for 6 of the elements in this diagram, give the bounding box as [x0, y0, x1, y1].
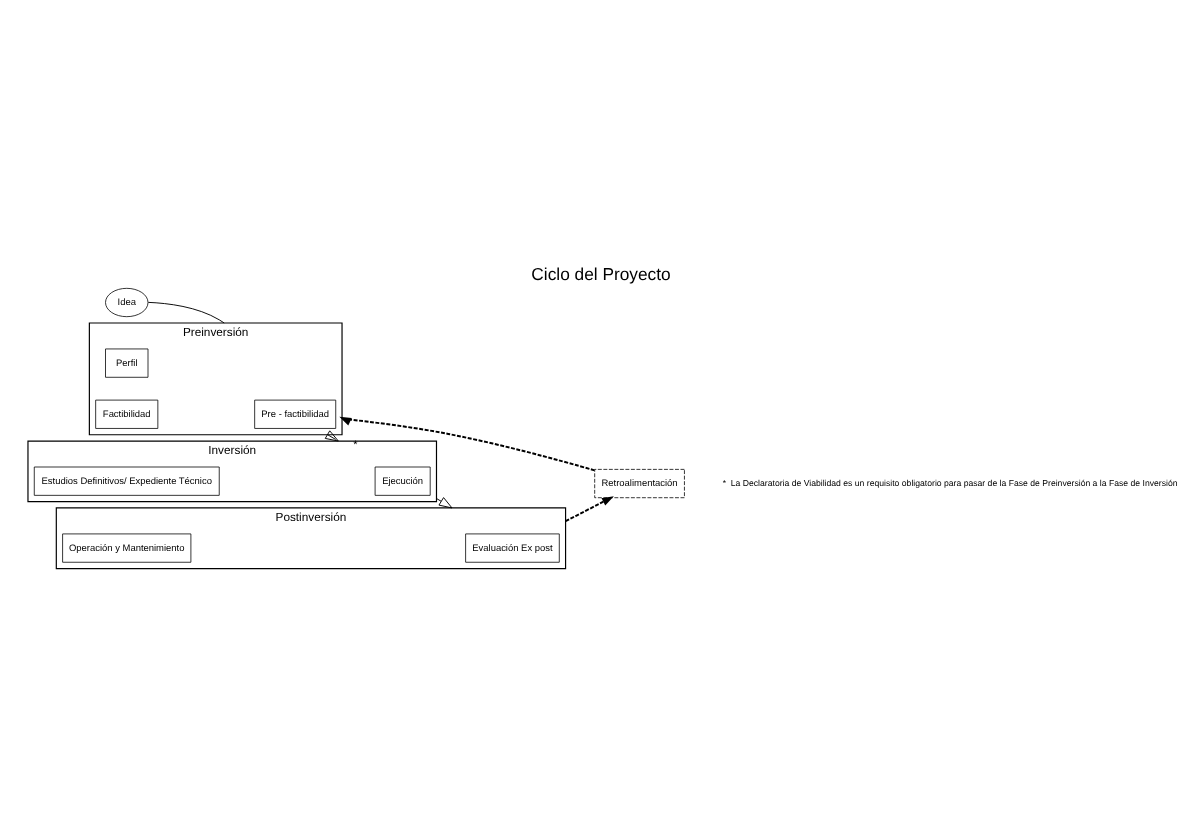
diagram-title: Ciclo del Proyecto [531, 264, 671, 285]
arrow [436, 497, 453, 509]
arrow [564, 496, 614, 523]
arrow [324, 430, 339, 442]
arrow [339, 416, 596, 472]
connector [147, 301, 225, 324]
